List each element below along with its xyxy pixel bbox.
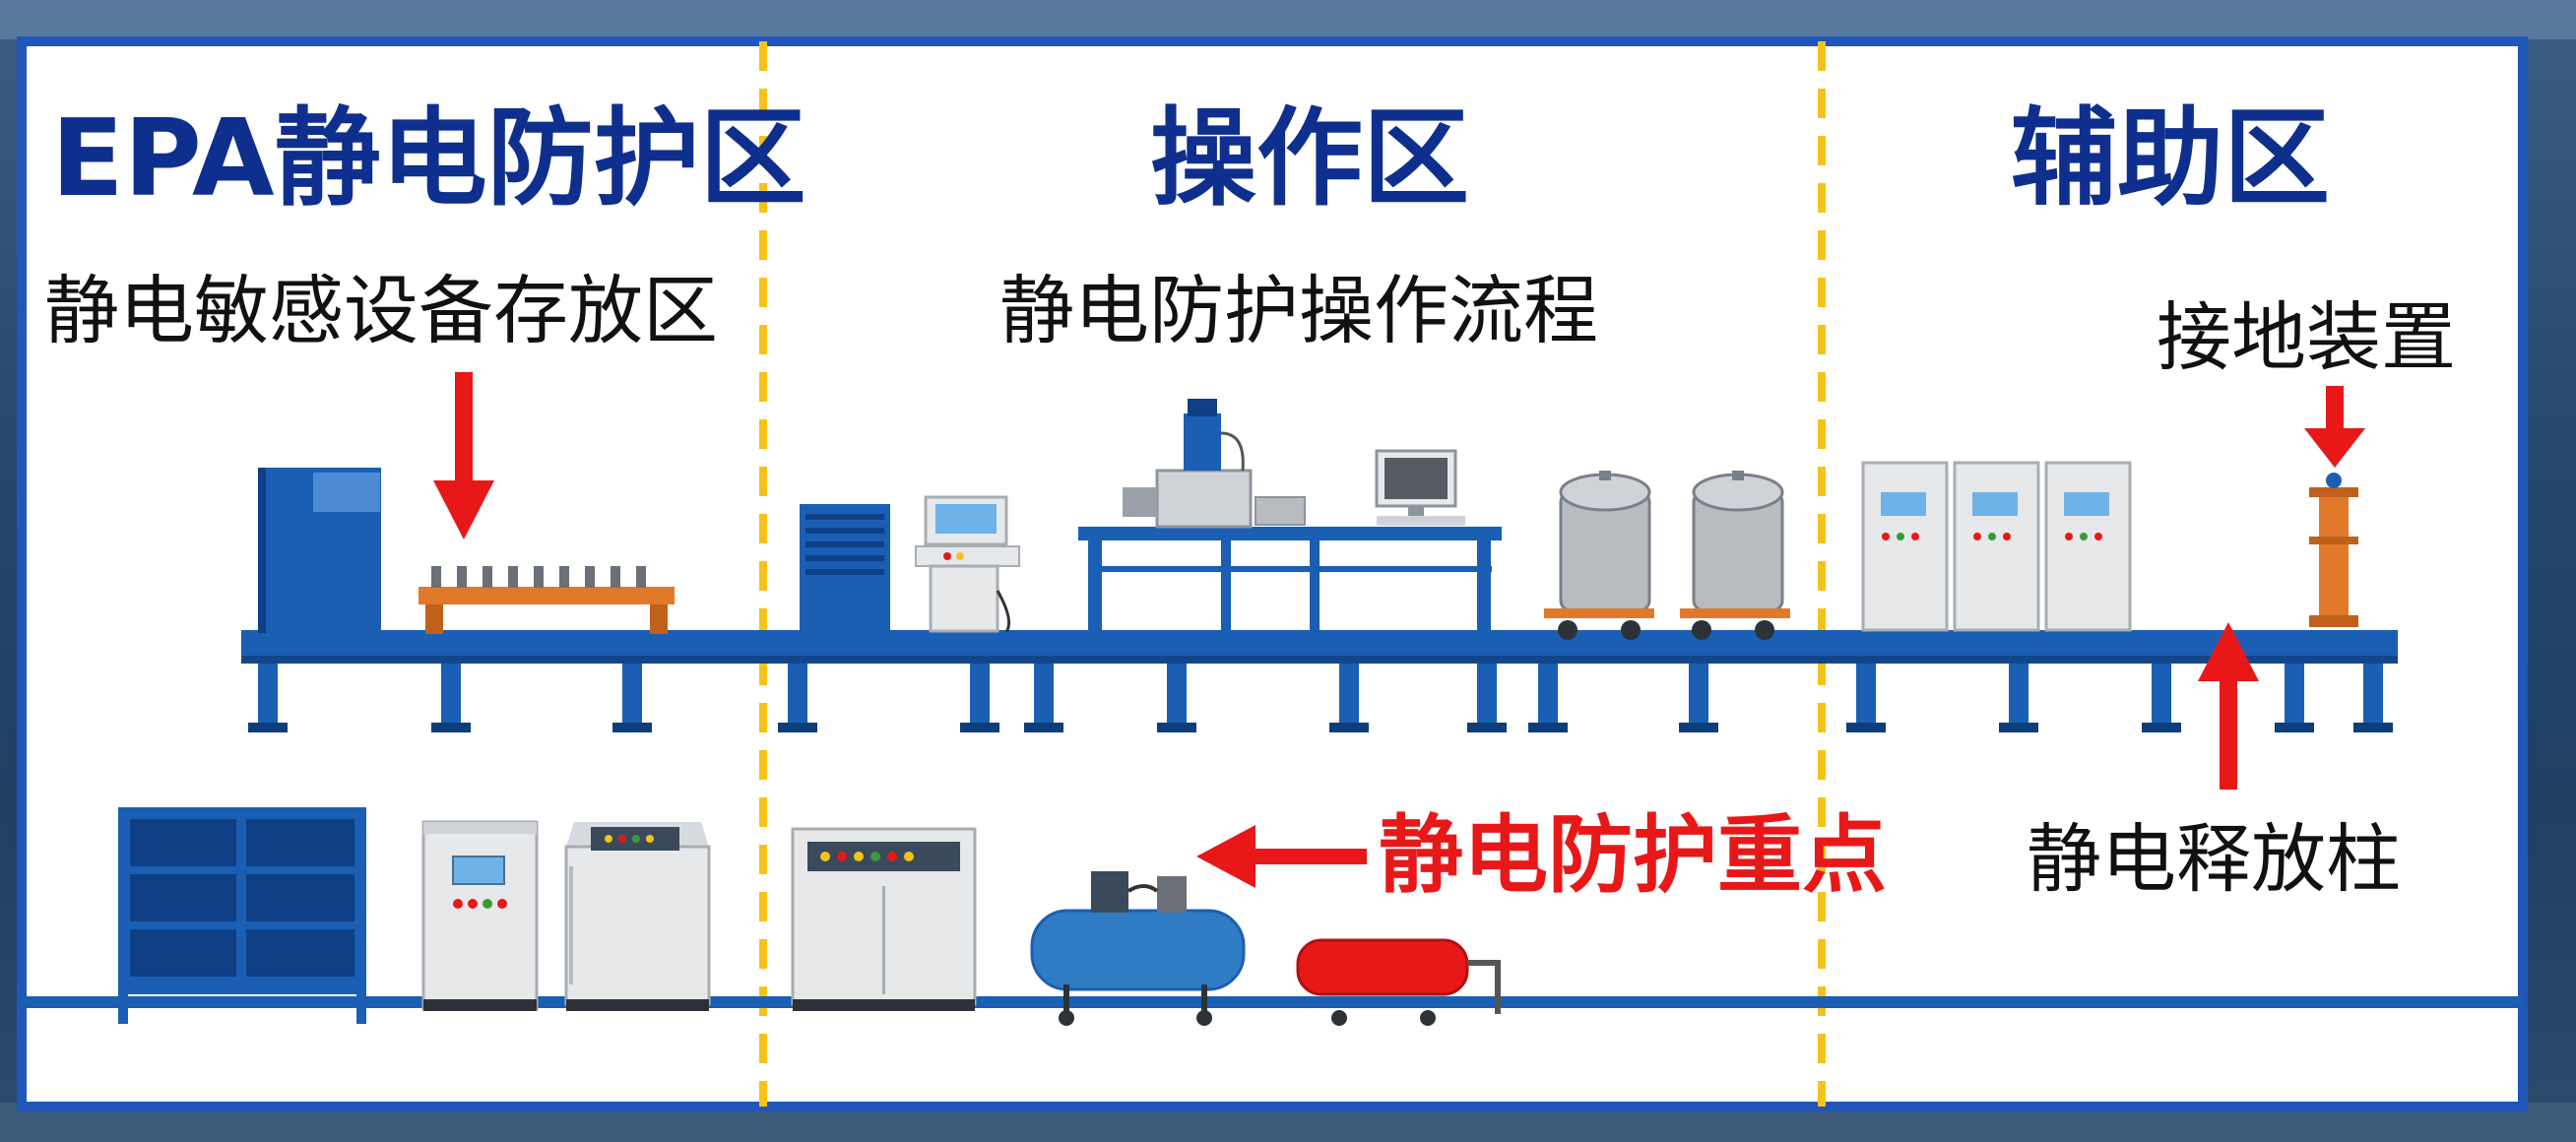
auxiliary-cabinet-2	[1953, 461, 2040, 632]
esd-storage-cabinet	[258, 468, 381, 633]
gas-cylinder-cart	[1296, 938, 1501, 1026]
zone-title-epa: EPA静电防护区	[51, 97, 806, 221]
component-rack	[419, 566, 675, 634]
zone-title-operation: 操作区	[1150, 97, 1470, 221]
discharge-post-arrow-icon	[2198, 622, 2259, 790]
upper-conveyor	[241, 630, 2398, 732]
cylinder-tank-2	[1680, 471, 1790, 640]
focus-label: 静电防护重点	[1379, 806, 1887, 905]
desktop-computer	[1375, 449, 1465, 526]
zone-title-auxiliary: 辅助区	[2011, 97, 2331, 221]
grounding-device	[2309, 473, 2358, 627]
pump-motor-unit	[1123, 399, 1306, 529]
air-compressor	[1030, 871, 1246, 1026]
computer-terminal-stand	[915, 495, 1020, 633]
grounding-arrow-icon	[2304, 386, 2365, 468]
blue-tool-cabinet	[800, 504, 890, 632]
auxiliary-cabinet-1	[1861, 461, 1949, 632]
storage-rack-arrow-icon	[433, 372, 494, 539]
workbench-table	[1078, 527, 1502, 631]
auxiliary-cabinet-3	[2044, 461, 2132, 632]
focus-arrow-icon	[1196, 825, 1367, 888]
lower-control-cabinet	[791, 827, 977, 1011]
cylinder-tank-1	[1544, 471, 1654, 640]
control-cabinet-console	[564, 822, 711, 1011]
zone-subtitle-operation: 静电防护操作流程	[999, 267, 1598, 354]
grounding-device-label: 接地装置	[2157, 293, 2456, 381]
lower-floor-rail	[22, 996, 2523, 1008]
blue-shelf-unit	[118, 807, 366, 1024]
discharge-post-label: 静电释放柱	[2027, 815, 2401, 903]
zone-subtitle-epa: 静电敏感设备存放区	[44, 267, 718, 354]
control-cabinet-left	[421, 820, 539, 1011]
